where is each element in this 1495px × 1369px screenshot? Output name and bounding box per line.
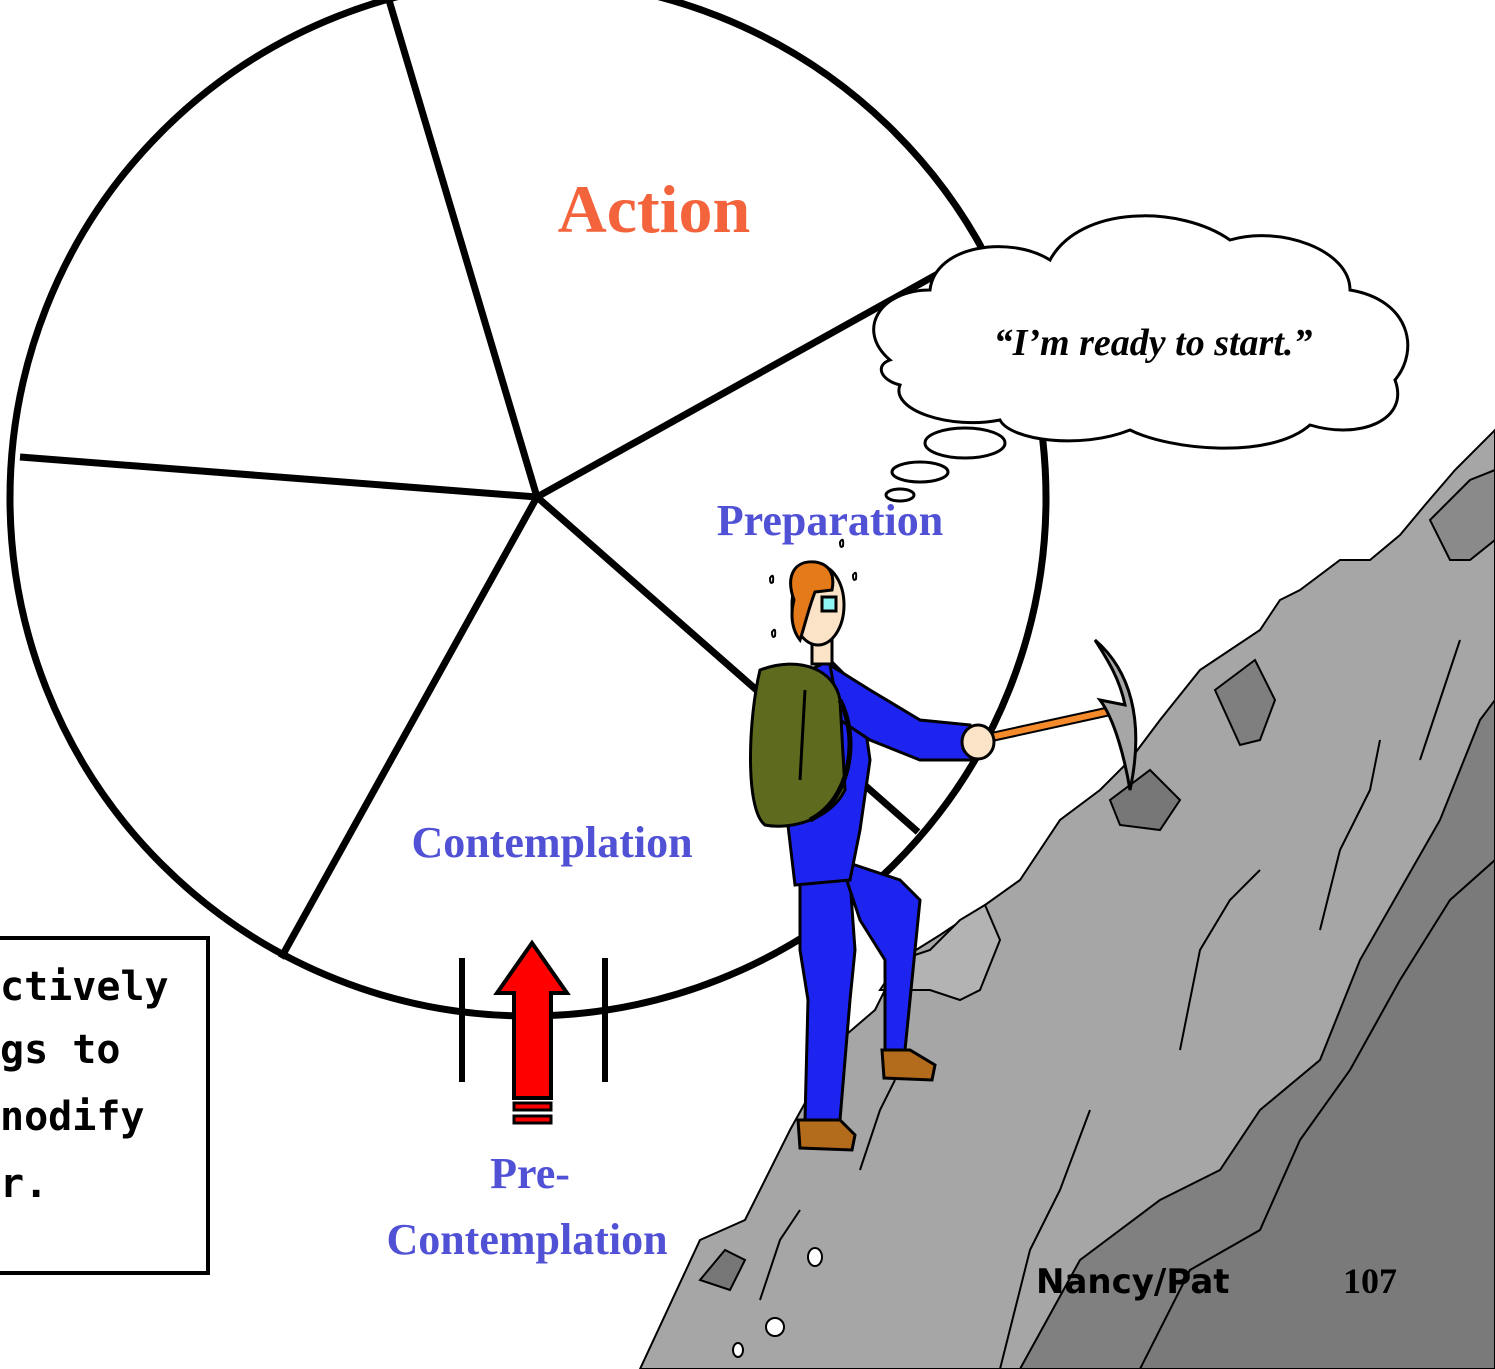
caption-line: gs to bbox=[0, 1027, 120, 1073]
shoe bbox=[796, 1118, 857, 1152]
shoe bbox=[880, 1048, 937, 1082]
glasses bbox=[820, 595, 838, 613]
sweat-drop bbox=[770, 628, 777, 638]
stage-label-contemplation: Contemplation bbox=[411, 818, 692, 867]
wheel-divider bbox=[19, 453, 538, 501]
thought-bubble bbox=[872, 214, 1410, 503]
stage-label-preparation: Preparation bbox=[717, 496, 944, 545]
stage-label-pre-contemplation-line2: Contemplation bbox=[386, 1215, 667, 1264]
stage-label-action: Action bbox=[558, 171, 751, 247]
wheel-divider bbox=[277, 495, 541, 960]
caption-line: nodify bbox=[0, 1094, 145, 1140]
pickaxe-icon bbox=[1093, 638, 1138, 791]
caption-line: ctively bbox=[0, 964, 169, 1010]
hand bbox=[960, 723, 996, 761]
sweat-drop bbox=[851, 571, 858, 581]
page-number: 107 bbox=[1343, 1261, 1397, 1301]
thought-dot bbox=[923, 426, 1007, 460]
wheel-divider bbox=[385, 0, 541, 498]
stage-label-pre-contemplation-line1: Pre- bbox=[490, 1149, 570, 1198]
thought-bubble-text: “I’m ready to start.” bbox=[994, 322, 1313, 364]
hair bbox=[789, 560, 835, 644]
footer-author: Nancy/Pat bbox=[1036, 1262, 1230, 1302]
sweat-drop bbox=[768, 574, 775, 584]
thought-dot bbox=[890, 460, 950, 484]
caption-box: ctively gs to nodify r. bbox=[0, 936, 210, 1275]
sweat-drop bbox=[838, 538, 845, 548]
climber-illustration bbox=[749, 538, 1138, 1152]
thought-dot bbox=[884, 487, 916, 503]
backpack bbox=[749, 662, 847, 828]
caption-line: r. bbox=[0, 1161, 48, 1207]
up-arrow-icon bbox=[459, 939, 608, 1125]
